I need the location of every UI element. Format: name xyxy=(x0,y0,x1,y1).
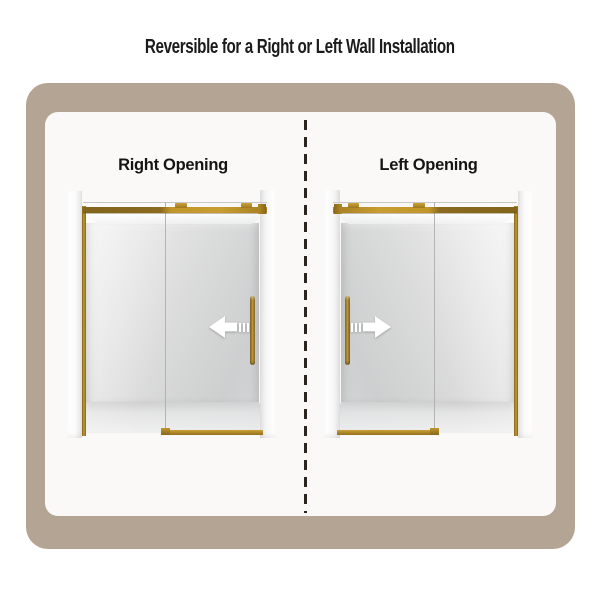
shower-illustration-left-opening xyxy=(322,190,538,440)
arrow-dash xyxy=(351,322,354,332)
divider-dashed-line xyxy=(304,120,307,513)
bottom-threshold xyxy=(337,430,437,435)
inner-card: Right Opening Left Opening xyxy=(45,112,556,516)
door-top-rail xyxy=(83,207,267,213)
door-roller-icon xyxy=(241,203,252,208)
page-title: Reversible for a Right or Left Wall Inst… xyxy=(0,36,600,59)
frame-card: Right Opening Left Opening xyxy=(26,83,575,549)
arrow-dash xyxy=(242,322,245,332)
arrow-dash xyxy=(238,322,241,332)
arrow-dash xyxy=(359,322,362,332)
rail-wall-bracket xyxy=(334,204,342,214)
door-glass-edge xyxy=(434,202,435,433)
gold-wall-profile xyxy=(82,206,86,436)
door-top-rail xyxy=(333,207,517,213)
gold-wall-profile xyxy=(514,206,518,436)
back-wall xyxy=(85,223,259,403)
page-title-text: Reversible for a Right or Left Wall Inst… xyxy=(145,36,455,58)
door-bottom-guide xyxy=(430,428,439,435)
door-roller-icon xyxy=(175,203,187,208)
right-wall xyxy=(260,190,276,438)
glass-panel-sheen xyxy=(86,203,259,432)
arrow-dash xyxy=(355,322,358,332)
slide-direction-arrow-icon xyxy=(209,316,249,338)
shower-illustration-right-opening xyxy=(62,190,278,440)
bottom-threshold xyxy=(163,430,263,435)
arrow-dash xyxy=(246,322,249,332)
ceiling xyxy=(83,213,267,224)
slide-direction-arrow-icon xyxy=(351,316,391,338)
door-glass-edge xyxy=(165,202,166,433)
arrow-head-icon xyxy=(363,316,391,338)
door-roller-icon xyxy=(413,203,425,208)
door-handle xyxy=(250,296,255,365)
panel-label-left-opening: Left Opening xyxy=(379,156,478,174)
panel-label-right-opening: Right Opening xyxy=(118,156,228,174)
door-bottom-guide xyxy=(161,428,170,435)
arrow-head-icon xyxy=(209,316,237,338)
door-handle xyxy=(345,296,350,365)
rail-wall-bracket xyxy=(258,204,266,214)
door-roller-icon xyxy=(348,203,359,208)
right-wall xyxy=(518,191,533,438)
left-wall xyxy=(67,191,82,438)
shower-floor xyxy=(81,402,269,433)
left-wall xyxy=(324,190,340,438)
glass-top-edge xyxy=(83,202,267,203)
